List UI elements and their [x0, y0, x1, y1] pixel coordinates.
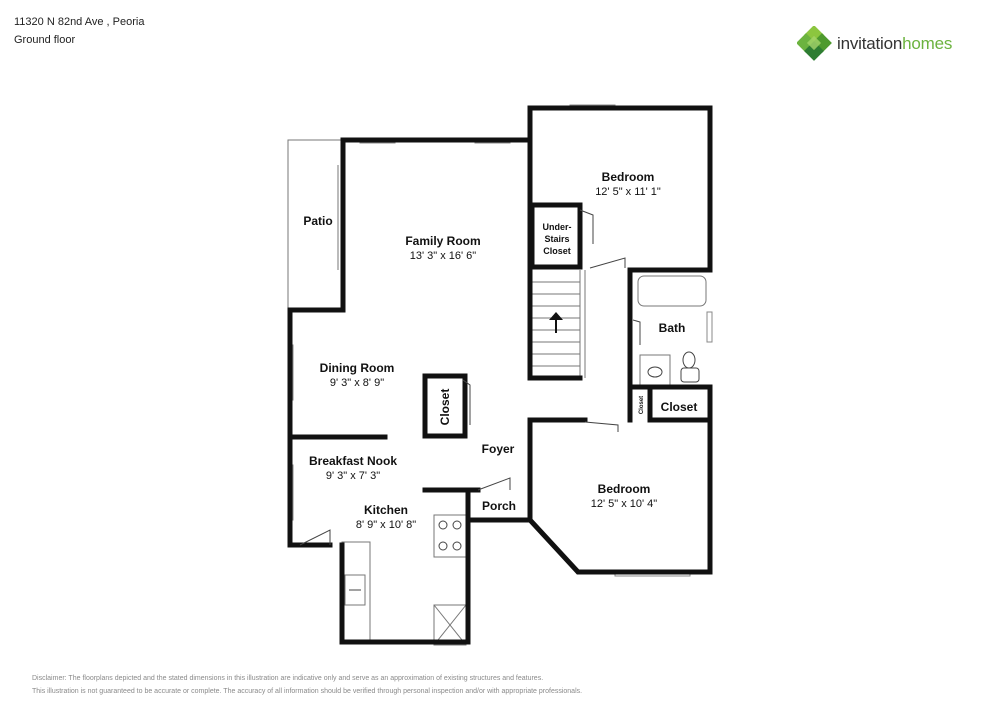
breakfast-dims: 9' 3" x 7' 3": [326, 470, 380, 482]
logo-wordmark: invitationhomes: [837, 34, 952, 54]
breakfast-name: Breakfast Nook: [309, 454, 397, 468]
bedroom1-name: Bedroom: [602, 170, 655, 184]
dining-name: Dining Room: [320, 361, 395, 375]
family-room-dims: 13' 3" x 16' 6": [410, 250, 477, 262]
bath-sink: [639, 354, 671, 386]
closet-small-name: Closet: [639, 396, 645, 414]
kitchen-name: Kitchen: [364, 503, 408, 517]
bedroom1-dims: 12' 5" x 11' 1": [595, 186, 661, 198]
doors: [299, 209, 641, 546]
thin-lines: [287, 139, 707, 646]
closet-right-name: Closet: [661, 400, 698, 414]
closet-center-walls: [422, 373, 468, 439]
porch-name: Porch: [482, 499, 516, 513]
foyer-name: Foyer: [482, 442, 515, 456]
bath-name: Bath: [659, 321, 686, 335]
logo-icon: [797, 26, 832, 61]
dining-dims: 9' 3" x 8' 9": [330, 377, 384, 389]
stairs-arrow-icon: [549, 312, 563, 333]
patio-name: Patio: [303, 214, 332, 228]
counter: [341, 541, 371, 643]
understairs-line3: Closet: [543, 246, 571, 256]
understairs-line2: Stairs: [544, 234, 569, 244]
walls: [287, 105, 713, 645]
fixtures: [349, 351, 700, 591]
bathtub: [637, 275, 707, 307]
disclaimer-line-1: Disclaimer: The floorplans depicted and …: [32, 675, 544, 682]
logo-word-homes: homes: [902, 34, 953, 53]
stove: [433, 514, 467, 558]
understairs-walls: [529, 202, 583, 270]
property-address: 11320 N 82nd Ave , Peoria: [14, 16, 145, 28]
bedroom2-dims: 12' 5" x 10' 4": [591, 498, 658, 510]
kitchen-dims: 8' 9" x 10' 8": [356, 519, 416, 531]
family-room-name: Family Room: [405, 234, 480, 248]
floor-label: Ground floor: [14, 34, 76, 46]
closet-center-name: Closet: [438, 389, 452, 426]
room-labels: Bedroom 12' 5" x 11' 1" Family Room 13' …: [303, 170, 697, 531]
understairs-line1: Under-: [543, 222, 572, 232]
bedroom2-name: Bedroom: [598, 482, 651, 496]
kitchen-sink: [344, 574, 366, 606]
invitation-homes-logo: invitationhomes: [797, 26, 977, 62]
disclaimer-line-2: This illustration is not guaranteed to b…: [32, 688, 583, 695]
logo-word-invitation: invitation: [837, 34, 903, 53]
